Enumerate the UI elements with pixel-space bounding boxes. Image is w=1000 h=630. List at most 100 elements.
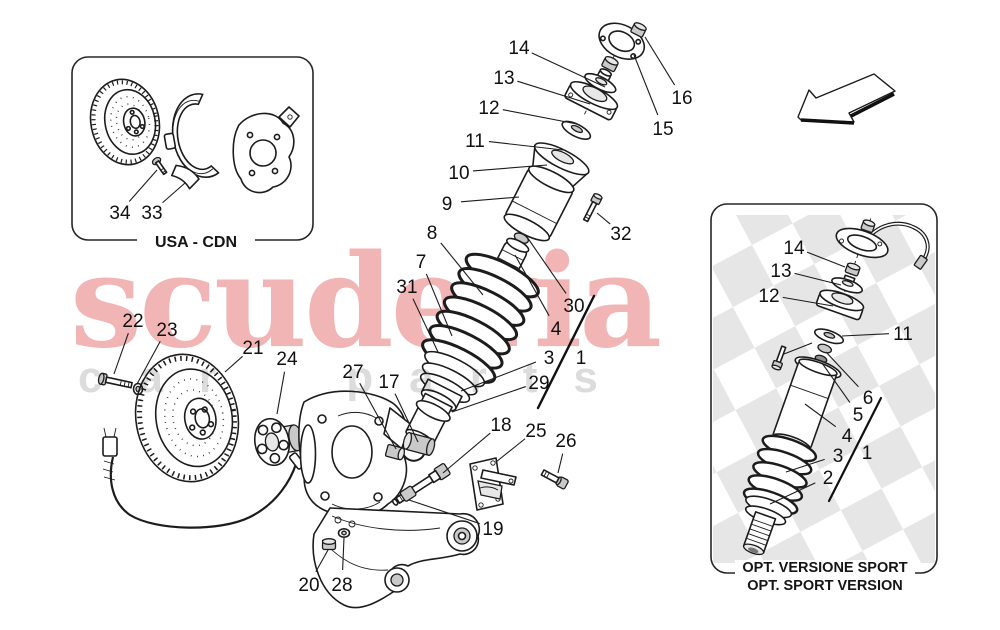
sport-bolt-drawing (771, 345, 787, 371)
reservoir-hose-drawing (863, 221, 930, 270)
leader-line-4 (804, 403, 837, 428)
leader-line-13 (517, 80, 591, 105)
part-callout-14: 14 (783, 238, 805, 259)
part-callout-20: 20 (298, 575, 319, 596)
part-callout-14: 14 (508, 38, 530, 59)
disc-bolt-drawing (97, 372, 133, 389)
leader-line-7 (425, 273, 453, 337)
part-callout-1: 1 (862, 443, 873, 464)
part-callout-12: 12 (758, 286, 779, 307)
part-callout-13: 13 (493, 68, 514, 89)
leader-line-13 (794, 272, 842, 286)
bracket-bolt-drawing (540, 469, 569, 490)
leader-line-15 (633, 54, 659, 116)
part-callout-4: 4 (551, 319, 562, 340)
part-callout-3: 3 (544, 348, 555, 369)
watermark-tagline: car parts (78, 353, 634, 402)
leader-line-9 (460, 196, 520, 203)
brake-disc-drawing (134, 353, 240, 483)
part-callout-5: 5 (853, 405, 864, 426)
sport-assembly-line (827, 396, 883, 503)
part-callout-10: 10 (448, 163, 469, 184)
leader-line-17 (394, 393, 419, 443)
leader-line-22 (113, 333, 129, 375)
leader-line-10 (472, 164, 548, 172)
leader-line-3 (785, 458, 825, 473)
main-assembly-line (536, 294, 596, 410)
part-callout-28: 28 (331, 575, 352, 596)
arm-bolt-drawing (391, 463, 451, 506)
shield-bolt-drawing (151, 156, 168, 176)
leader-line-5 (821, 362, 851, 403)
part-callout-6: 6 (863, 388, 874, 409)
part-callout-19: 19 (482, 519, 503, 540)
part-callout-29: 29 (528, 373, 549, 394)
part-callout-22: 22 (122, 311, 143, 332)
leader-line-34 (128, 169, 158, 202)
leader-line-21 (224, 355, 243, 373)
part-callout-24: 24 (276, 349, 298, 370)
part-callout-25: 25 (525, 421, 546, 442)
leader-line-28 (342, 537, 345, 571)
leader-line-11 (841, 333, 890, 337)
leader-line-27 (359, 382, 397, 450)
part-callout-16: 16 (671, 88, 692, 109)
part-callout-30: 30 (563, 296, 584, 317)
leader-line-30 (526, 236, 567, 294)
leader-line-16 (644, 36, 676, 86)
part-callout-4: 4 (842, 426, 853, 447)
top-nut-drawing (601, 56, 619, 73)
steering-knuckle-usa-drawing (232, 106, 300, 194)
leader-line-4 (514, 254, 550, 317)
side-bolt-drawing (582, 193, 603, 223)
part-callout-15: 15 (652, 119, 673, 140)
brake-disc-usa-drawing (89, 78, 161, 166)
part-callout-11: 11 (465, 131, 485, 152)
part-callout-21: 21 (242, 338, 263, 359)
leader-line-32 (596, 212, 611, 225)
leader-line-12 (502, 109, 578, 125)
leader-line-23 (136, 341, 161, 385)
leader-line-19 (408, 499, 480, 525)
part-callout-7: 7 (416, 252, 427, 273)
leader-line-8 (440, 242, 484, 296)
part-callout-13: 13 (770, 261, 791, 282)
leader-line-33 (162, 182, 186, 204)
sport-caption-italian: OPT. VERSIONE SPORT (735, 560, 915, 576)
part-callout-17: 17 (378, 372, 399, 393)
steering-knuckle-drawing (298, 390, 419, 518)
arm-nut-drawing (321, 538, 337, 551)
direction-arrow-icon (797, 73, 896, 125)
part-callout-8: 8 (427, 223, 438, 244)
dust-shield-lower-segment (170, 164, 200, 190)
part-callout-27: 27 (342, 362, 363, 383)
part-callout-11: 11 (893, 324, 913, 345)
leader-line-3 (460, 361, 537, 392)
part-callout-31: 31 (396, 277, 417, 298)
washer-drawing (561, 120, 592, 140)
leader-line-14 (806, 251, 846, 268)
watermark-brand: scuderia (70, 227, 662, 377)
part-callout-12: 12 (478, 98, 499, 119)
leader-line-31 (412, 298, 439, 353)
upper-plate-drawing (598, 22, 646, 60)
sport-caption-english: OPT. SPORT VERSION (747, 578, 903, 594)
mount-bracket-drawing (469, 457, 517, 511)
wheel-hub-drawing (253, 417, 304, 467)
lower-control-arm-drawing (312, 507, 481, 609)
dust-shield-drawing (163, 93, 220, 179)
leader-line-18 (442, 432, 491, 474)
leader-line-25 (495, 438, 526, 463)
mount-plate-drawing (564, 80, 619, 121)
shock-body-drawing (503, 165, 575, 242)
leader-line-12 (782, 296, 834, 307)
part-callout-32: 32 (610, 224, 631, 245)
leader-line-20 (315, 549, 329, 573)
